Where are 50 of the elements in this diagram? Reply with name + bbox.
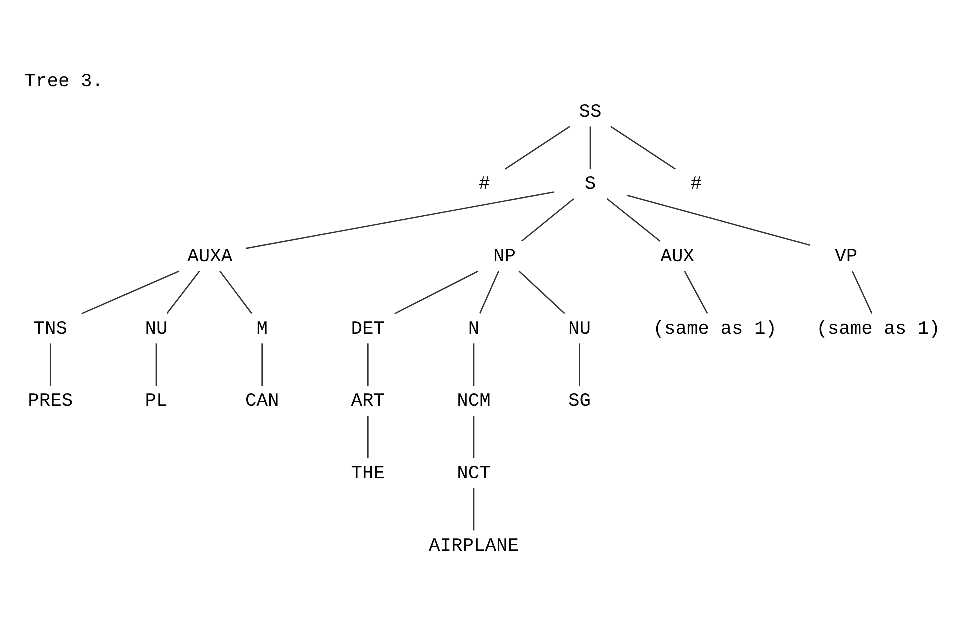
node-text: ART (350, 390, 385, 412)
connector (520, 198, 574, 242)
diagram-title: Tree 3. (24, 70, 103, 92)
connector (472, 343, 474, 386)
connector (589, 126, 591, 169)
connector (394, 270, 478, 314)
connector (155, 343, 157, 386)
node-text: THE (350, 462, 385, 484)
node-text: S (584, 172, 596, 195)
node-text: AUX (660, 245, 694, 268)
node-text: SG (568, 390, 591, 412)
node-text: PRES (28, 390, 73, 412)
connector (626, 194, 810, 246)
connector (50, 343, 51, 386)
connector (166, 270, 200, 314)
node-text: # (478, 172, 490, 195)
node-text: NCT (456, 462, 490, 484)
connector (81, 270, 180, 314)
node-text: N (468, 317, 480, 340)
connector (684, 270, 708, 314)
node-text: # (690, 172, 702, 195)
node-text: NP (493, 245, 516, 268)
connector (610, 126, 676, 170)
node-text: DET (350, 317, 385, 340)
node-text: M (256, 317, 268, 340)
connector (246, 191, 554, 249)
node-text: SS (578, 100, 602, 122)
node-text: NCM (456, 390, 490, 412)
connector (472, 488, 474, 530)
connector (219, 270, 252, 314)
node-text: AIRPLANE (428, 534, 518, 556)
node-text: VP (834, 245, 858, 268)
connector (606, 198, 660, 242)
connector (518, 270, 565, 314)
node-text: TNS (33, 317, 68, 340)
connector (851, 270, 872, 314)
connector (479, 270, 499, 314)
connector (366, 343, 368, 386)
node-text: PL (144, 390, 168, 412)
node-text: (same as 1) (816, 317, 940, 340)
node-text: AUXA (187, 245, 232, 268)
node-text: NU (144, 317, 168, 340)
connector (366, 416, 368, 458)
connector (578, 343, 580, 386)
node-text: (same as 1) (652, 317, 776, 340)
node-text: CAN (244, 390, 279, 412)
connector (472, 416, 474, 458)
node-text: NU (568, 317, 591, 340)
connector (504, 126, 570, 170)
connector (261, 343, 262, 386)
